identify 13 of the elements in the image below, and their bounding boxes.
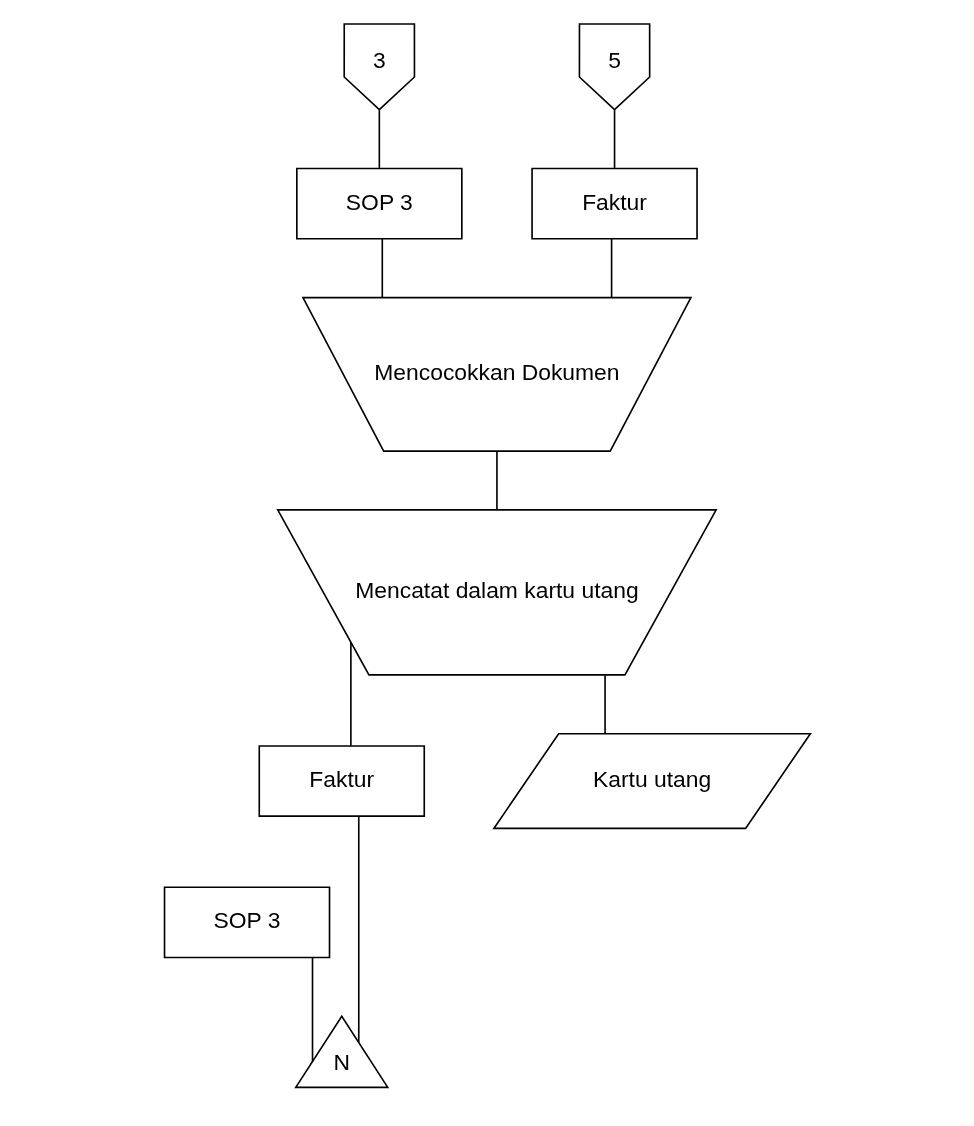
connector — [610, 238, 612, 299]
connector — [380, 238, 383, 299]
node-box: SOP 3 — [295, 167, 463, 240]
connector — [357, 815, 360, 1044]
node-box: Faktur — [530, 167, 698, 240]
connector — [613, 109, 615, 170]
connector — [378, 109, 380, 170]
connector — [495, 450, 498, 511]
node-box: Faktur — [257, 745, 425, 817]
node-box: SOP 3 — [163, 886, 330, 959]
connector — [603, 674, 606, 735]
connector — [349, 641, 352, 747]
connector — [311, 957, 313, 1063]
